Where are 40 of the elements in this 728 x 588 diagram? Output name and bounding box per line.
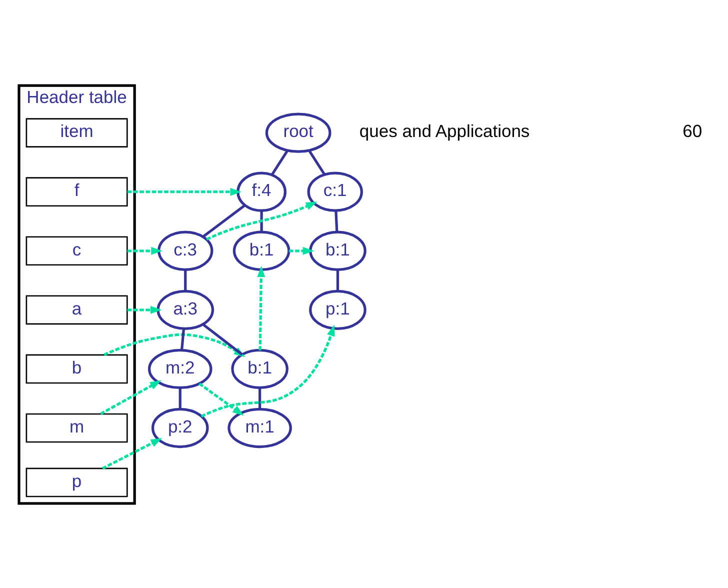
- arrow: [127, 187, 242, 196]
- node-ellipse: c:1: [307, 171, 363, 212]
- node-ellipse: b:1: [232, 230, 290, 270]
- connector: [336, 269, 340, 291]
- arrow: [288, 246, 314, 254]
- connector: [308, 149, 326, 175]
- node-ellipse: root: [265, 112, 332, 152]
- node-ellipse: c:3: [158, 230, 214, 270]
- connector: [184, 269, 187, 291]
- label: ques and Applications: [359, 120, 530, 141]
- node-ellipse: m:1: [228, 407, 292, 448]
- node-box: a: [26, 294, 128, 324]
- connector: [258, 387, 262, 409]
- arrow: [257, 265, 266, 350]
- connector: [260, 210, 263, 232]
- node-box: item: [26, 118, 128, 147]
- node-box: m: [26, 412, 128, 442]
- arrow: [100, 380, 162, 414]
- arrow: [198, 382, 244, 416]
- connector: [270, 149, 289, 175]
- node-ellipse: f:4: [236, 171, 286, 212]
- connector: [202, 322, 244, 356]
- connector: [178, 387, 182, 409]
- node-ellipse: a:3: [156, 289, 214, 330]
- label: 60: [682, 120, 702, 141]
- connector: [334, 210, 338, 232]
- arrow: [102, 438, 162, 470]
- node-ellipse: p:1: [309, 289, 366, 330]
- node-ellipse: b:1: [309, 230, 366, 270]
- node-ellipse: b:1: [231, 348, 288, 389]
- arrow: [127, 305, 162, 314]
- node-box: f: [26, 176, 128, 206]
- connector: [202, 204, 246, 238]
- arrow: [206, 201, 318, 240]
- node-box: p: [26, 467, 128, 497]
- node-box: b: [26, 354, 128, 384]
- arrow: [127, 246, 163, 254]
- connector: [180, 328, 186, 350]
- arrow: [200, 324, 335, 418]
- node-box: c: [26, 236, 128, 266]
